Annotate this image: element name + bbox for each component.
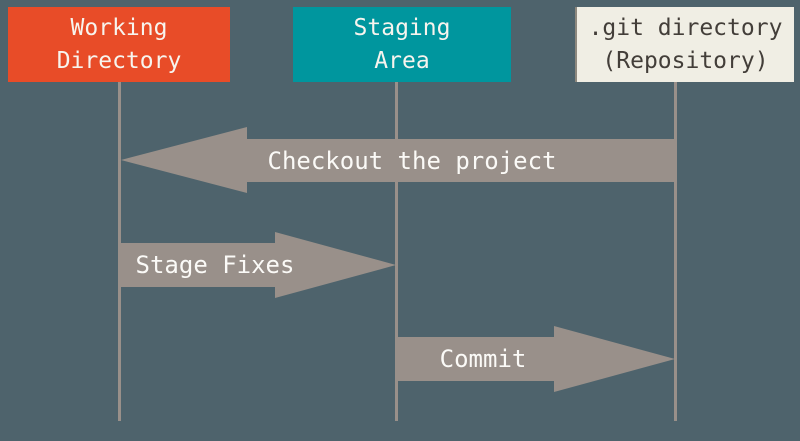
lifeline-staging-area: [395, 82, 398, 421]
box-staging-area-title-line1: Staging: [353, 14, 451, 41]
box-working-directory-title-line1: Working: [70, 14, 168, 41]
checkout-arrow-label: Checkout the project: [267, 146, 557, 175]
box-git-directory: .git directory (Repository): [575, 7, 794, 82]
checkout-arrowhead-icon: [121, 127, 247, 193]
lifeline-working-directory: [118, 82, 121, 421]
stage-fixes-arrow-shaft: [120, 243, 276, 287]
stage-fixes-arrow-label: Stage Fixes: [135, 251, 295, 279]
stage-fixes-arrowhead-icon: [275, 232, 396, 298]
box-git-directory-title-line1: .git directory: [588, 14, 783, 41]
commit-arrow-label: Commit: [439, 345, 527, 373]
box-git-directory-title-line2: (Repository): [602, 47, 769, 74]
commit-arrowhead-icon: [554, 326, 675, 392]
box-staging-area-title-line2: Area: [374, 47, 430, 74]
box-working-directory-title-line2: Directory: [56, 47, 182, 74]
box-working-directory: Working Directory: [8, 7, 230, 82]
checkout-arrow-shaft: [246, 139, 677, 182]
box-staging-area: Staging Area: [293, 7, 511, 82]
lifeline-git-directory: [674, 82, 677, 421]
commit-arrow-shaft: [397, 337, 555, 381]
